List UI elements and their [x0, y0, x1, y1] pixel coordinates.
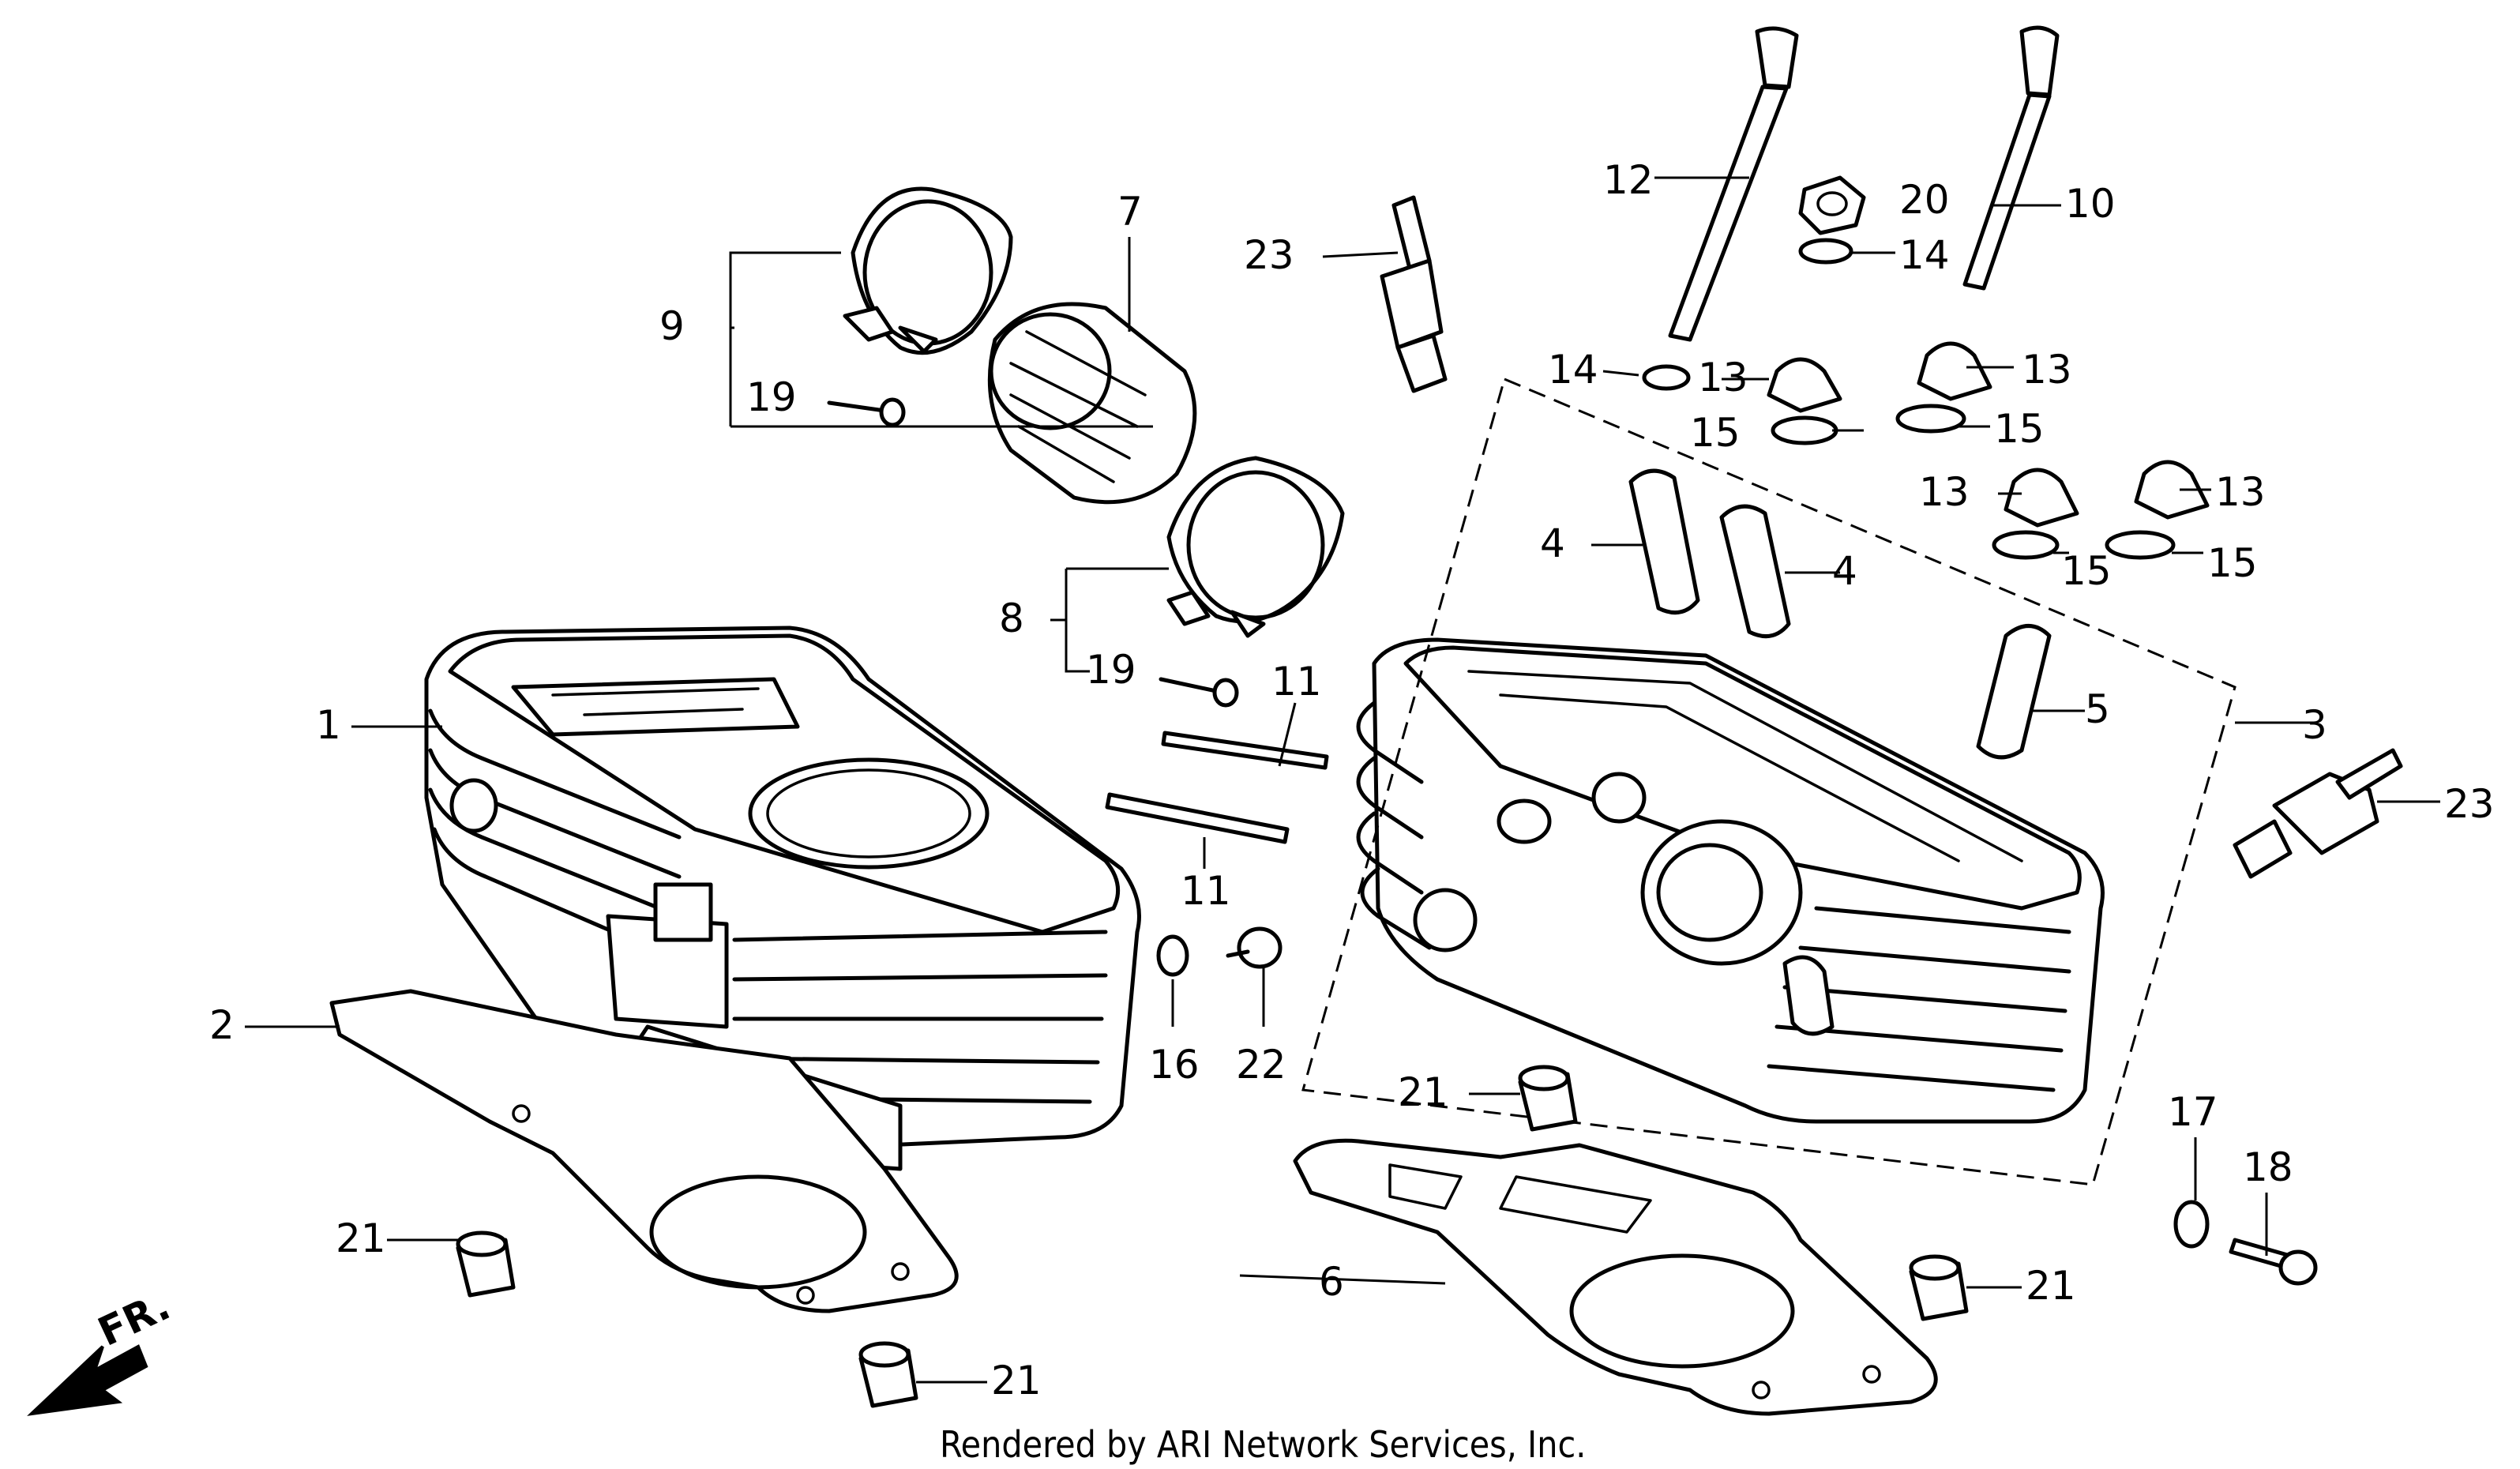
label-8: 8	[999, 595, 1024, 641]
label-13-c: 13	[1919, 469, 1970, 515]
bolt-22[interactable]	[1226, 926, 1283, 969]
label-6: 6	[1319, 1259, 1344, 1305]
label-14-b: 14	[1548, 347, 1598, 393]
label-21-d: 21	[2026, 1263, 2076, 1309]
label-21-b: 21	[991, 1358, 1042, 1403]
label-2: 2	[209, 1002, 235, 1048]
stud-10[interactable]	[1962, 25, 2060, 291]
label-12: 12	[1603, 157, 1654, 203]
valve-guide-4-right[interactable]	[1719, 504, 1791, 639]
intake-pipe[interactable]	[987, 302, 1197, 505]
nut-20[interactable]	[1798, 175, 1866, 235]
bolt-18[interactable]	[2229, 1238, 2318, 1286]
cylinder-head[interactable]	[1356, 637, 2105, 1124]
band-screw-upper[interactable]	[827, 397, 906, 427]
label-21-a: 21	[336, 1215, 386, 1261]
cap-nut-13-c[interactable]	[2004, 468, 2079, 528]
intake-band-lower[interactable]	[1166, 456, 1345, 638]
dowel-pin-21-a[interactable]	[456, 1230, 516, 1298]
label-13-a: 13	[1698, 355, 1748, 400]
band-screw-lower[interactable]	[1159, 677, 1239, 708]
label-3: 3	[2302, 702, 2327, 748]
label-20: 20	[1899, 177, 1950, 223]
label-22: 22	[1236, 1042, 1286, 1088]
label-11-upper: 11	[1271, 659, 1322, 704]
stud-bolt-lower[interactable]	[1105, 792, 1290, 844]
cap-nut-13-d[interactable]	[2134, 460, 2210, 520]
washer-15-c[interactable]	[1992, 530, 2060, 560]
washer-15-d[interactable]	[2105, 530, 2176, 560]
washer-17[interactable]	[2173, 1200, 2210, 1249]
head-gasket[interactable]	[1293, 1138, 1938, 1416]
label-10: 10	[2065, 181, 2116, 227]
washer-15-a[interactable]	[1771, 415, 1838, 445]
intake-band-upper[interactable]	[843, 186, 1013, 355]
washer-15-b[interactable]	[1895, 404, 1966, 434]
cylinder[interactable]	[424, 626, 1141, 1171]
label-16: 16	[1149, 1042, 1200, 1088]
label-7: 7	[1117, 189, 1143, 235]
cap-nut-13-a[interactable]	[1767, 357, 1842, 413]
credit-text: Rendered by ARI Network Services, Inc.	[940, 1423, 1586, 1466]
cylinder-fins	[428, 708, 1108, 1104]
intake-port	[1640, 819, 1803, 966]
label-21-c: 21	[1398, 1069, 1448, 1115]
dowel-pin-21-b[interactable]	[858, 1341, 918, 1408]
label-19-upper: 19	[746, 374, 797, 420]
cylinder-head-fins	[1356, 701, 2071, 1092]
label-18: 18	[2243, 1144, 2293, 1190]
label-17: 17	[2168, 1089, 2218, 1135]
spark-plug-upper[interactable]	[1380, 195, 1448, 393]
cap-nut-13-b[interactable]	[1917, 341, 1992, 401]
label-15-a: 15	[1690, 410, 1741, 456]
label-23-upper: 23	[1244, 232, 1294, 278]
dowel-pin-21-d[interactable]	[1909, 1254, 1969, 1321]
washer-16[interactable]	[1156, 934, 1189, 977]
spark-plug-right[interactable]	[2233, 748, 2403, 879]
washer-14-lower[interactable]	[1642, 364, 1691, 391]
leader-lines	[245, 176, 2440, 1384]
head-assembly-group-box	[1301, 377, 2236, 1186]
label-4-right: 4	[1832, 548, 1857, 594]
valve-guide-4-left[interactable]	[1628, 468, 1700, 615]
front-direction-marker: FR.	[27, 1283, 177, 1416]
label-5: 5	[2085, 686, 2110, 732]
label-23-right: 23	[2444, 781, 2495, 827]
stud-12[interactable]	[1668, 26, 1799, 342]
label-9: 9	[659, 303, 685, 349]
label-15-c: 15	[2061, 548, 2112, 594]
washer-14-upper[interactable]	[1798, 238, 1853, 265]
label-13-b: 13	[2022, 347, 2072, 393]
dowel-pin-21-c[interactable]	[1518, 1065, 1578, 1132]
label-19-lower: 19	[1086, 647, 1136, 693]
label-1: 1	[316, 702, 341, 748]
label-14-a: 14	[1899, 232, 1950, 278]
cylinder-gasket[interactable]	[329, 989, 959, 1313]
label-11-lower: 11	[1181, 868, 1231, 914]
label-4-left: 4	[1540, 520, 1565, 566]
label-15-b: 15	[1994, 406, 2045, 452]
valve-guide-5[interactable]	[1976, 624, 2052, 760]
front-arrow-icon	[27, 1344, 148, 1416]
stud-bolt-upper[interactable]	[1161, 731, 1329, 770]
label-13-d: 13	[2215, 469, 2266, 515]
front-marker-label: FR.	[92, 1283, 177, 1355]
part-labels: 1 2 3 4 4 5 6 7 8 9 10 11 11 12 13 13 13…	[209, 157, 2495, 1403]
label-15-d: 15	[2207, 540, 2258, 586]
